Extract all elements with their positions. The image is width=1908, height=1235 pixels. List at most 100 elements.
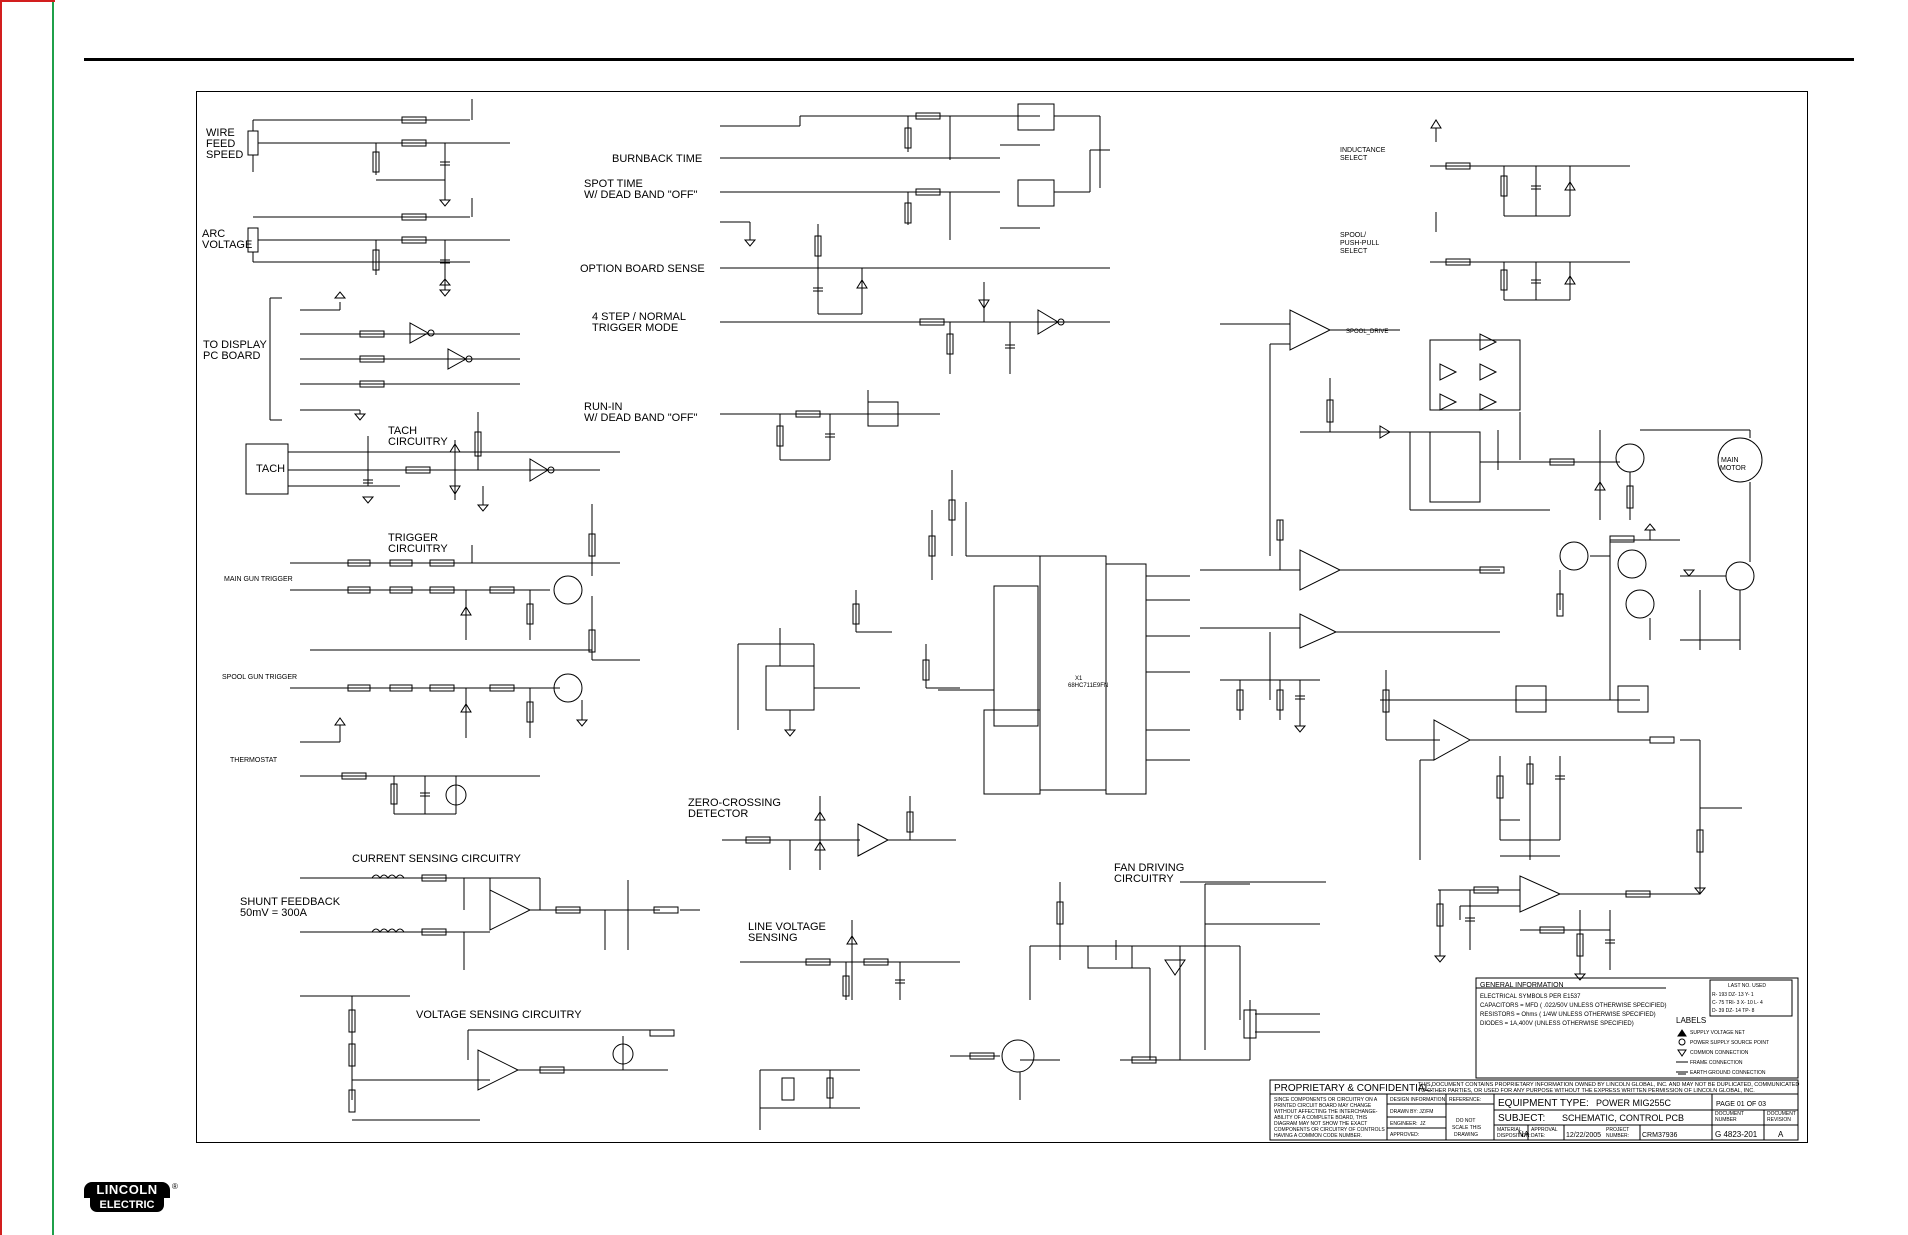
engineer-label: ENGINEER: bbox=[1390, 1121, 1418, 1127]
run-in-label-2: W/ DEAD BAND "OFF" bbox=[584, 412, 698, 424]
current-sensing-label: CURRENT SENSING CIRCUITRY bbox=[352, 853, 522, 865]
current-sensing-circuit bbox=[300, 874, 700, 970]
approval-date: 12/22/2005 bbox=[1566, 1132, 1601, 1139]
wire-feed-label-2: FEED bbox=[206, 138, 235, 150]
line-voltage-circuit bbox=[740, 920, 960, 1000]
option-board-circuit bbox=[720, 224, 1110, 315]
note-line-1: SINCE COMPONENTS OR CIRCUITRY ON A bbox=[1274, 1097, 1378, 1103]
zero-crossing-label-2: DETECTOR bbox=[688, 808, 748, 820]
equipment-type-value: POWER MIG255C bbox=[1596, 1098, 1672, 1108]
do-not-scale-1: DO NOT bbox=[1456, 1118, 1475, 1124]
material-value: NA bbox=[1518, 1130, 1530, 1139]
thermostat-circuit bbox=[300, 717, 540, 815]
note-line-5: DIAGRAM MAY NOT SHOW THE EXACT bbox=[1274, 1121, 1367, 1127]
spot-time-label-2: W/ DEAD BAND "OFF" bbox=[584, 189, 698, 201]
note-line-6: COMPONENTS OR CIRCUITRY OF CONTROLS bbox=[1274, 1127, 1385, 1133]
crystal-circuit bbox=[759, 1069, 860, 1130]
trigger-circuitry-label-1: TRIGGER bbox=[388, 532, 438, 544]
arc-voltage-circuit bbox=[247, 198, 510, 297]
top-frame-line bbox=[0, 0, 55, 2]
project-label-2: NUMBER: bbox=[1606, 1133, 1629, 1139]
fan-driving-label-2: CIRCUITRY bbox=[1114, 873, 1174, 885]
approved-label: APPROVED: bbox=[1390, 1132, 1419, 1138]
fan-driving-label-1: FAN DRIVING bbox=[1114, 862, 1184, 874]
last-no-line-1: R- 193 DZ- 13 Y- 1 bbox=[1712, 992, 1754, 998]
legend-power-source: POWER SUPPLY SOURCE POINT bbox=[1690, 1040, 1769, 1046]
legend-symbols bbox=[1676, 1029, 1688, 1075]
do-not-scale-2: SCALE THIS bbox=[1452, 1125, 1482, 1131]
inductance-label-1: INDUCTANCE bbox=[1340, 147, 1386, 154]
proprietary-text-1: THIS DOCUMENT CONTAINS PROPRIETARY INFOR… bbox=[1418, 1082, 1799, 1088]
legend-common-connection: COMMON CONNECTION bbox=[1690, 1050, 1749, 1056]
reference-label: REFERENCE: bbox=[1449, 1097, 1481, 1103]
burnback-label: BURNBACK TIME bbox=[612, 153, 702, 165]
general-info-title: GENERAL INFORMATION bbox=[1480, 982, 1564, 989]
last-no-line-2: C- 75 TRI- 3 X- 10 L- 4 bbox=[1712, 1000, 1763, 1006]
document-number: G 4823-201 bbox=[1715, 1130, 1758, 1139]
doc-number-label-2: NUMBER bbox=[1715, 1117, 1737, 1123]
reset-circuit bbox=[737, 590, 994, 737]
equipment-type-label: EQUIPMENT TYPE: bbox=[1498, 1098, 1589, 1109]
wire-feed-label-3: SPEED bbox=[206, 149, 243, 161]
spool-pushpull-label-2: PUSH-PULL bbox=[1340, 240, 1379, 247]
to-display-label-2: PC BOARD bbox=[203, 350, 261, 362]
main-gun-trigger-label: MAIN GUN TRIGGER bbox=[224, 576, 293, 583]
subject-value: SCHEMATIC, CONTROL PCB bbox=[1562, 1113, 1684, 1123]
zero-crossing-label-1: ZERO-CROSSING bbox=[688, 797, 781, 809]
drawn-by-label: DRAWN BY: JZ/FM bbox=[1390, 1109, 1433, 1115]
design-info-label: DESIGN INFORMATION bbox=[1390, 1097, 1446, 1103]
mcu-part-label: 68HC711E9FN bbox=[1068, 683, 1108, 689]
note-line-2: PRINTED CIRCUIT BOARD MAY CHANGE bbox=[1274, 1103, 1372, 1109]
wire-feed-circuit bbox=[247, 99, 510, 207]
wire-feed-label-1: WIRE bbox=[206, 127, 235, 139]
approval-label-2: DATE: bbox=[1531, 1133, 1545, 1139]
engineer-value: JZ bbox=[1420, 1121, 1426, 1127]
shunt-feedback-label-2: 50mV = 300A bbox=[240, 907, 308, 919]
fan-driving-circuit bbox=[950, 881, 1326, 1100]
main-motor-label-2: MOTOR bbox=[1720, 465, 1746, 472]
logo-registered-mark: ® bbox=[172, 1182, 178, 1191]
four-step-label-1: 4 STEP / NORMAL bbox=[592, 311, 686, 323]
spool-pushpull-label-3: SELECT bbox=[1340, 248, 1368, 255]
proprietary-text-2: TO OTHER PARTIES, OR USED FOR ANY PURPOS… bbox=[1418, 1088, 1755, 1094]
voltage-sensing-label: VOLTAGE SENSING CIRCUITRY bbox=[416, 1009, 582, 1021]
proprietary-label: PROPRIETARY & CONFIDENTIAL: bbox=[1274, 1083, 1433, 1094]
general-info-box bbox=[1475, 977, 1799, 1079]
tach-circuitry-label-1: TACH bbox=[388, 425, 417, 437]
general-info-line-2: CAPACITORS = MFD ( .022/50V UNLESS OTHER… bbox=[1480, 1003, 1667, 1009]
last-no-title: LAST NO. USED bbox=[1728, 983, 1766, 989]
note-line-7: HAVING A COMMON CODE NUMBER. bbox=[1274, 1133, 1362, 1139]
option-board-label: OPTION BOARD SENSE bbox=[580, 263, 705, 275]
project-label-1: PROJECT bbox=[1606, 1127, 1629, 1133]
project-number: CRM37936 bbox=[1642, 1132, 1678, 1139]
run-in-circuit bbox=[720, 390, 940, 461]
subject-label: SUBJECT: bbox=[1498, 1113, 1545, 1124]
material-label-2: DISPOSITION: bbox=[1497, 1133, 1531, 1139]
line-voltage-label-1: LINE VOLTAGE bbox=[748, 921, 826, 933]
spool-gun-trigger-label: SPOOL GUN TRIGGER bbox=[222, 674, 297, 681]
doc-rev-label-2: REVISION bbox=[1767, 1117, 1791, 1123]
display-bus bbox=[269, 291, 520, 421]
logo-line-2: ELECTRIC bbox=[90, 1198, 164, 1212]
mcu-ref-label: X1 bbox=[1075, 676, 1083, 682]
spot-time-label-1: SPOT TIME bbox=[584, 178, 643, 190]
general-info-line-1: ELECTRICAL SYMBOLS PER E1537 bbox=[1480, 994, 1581, 1000]
zero-crossing-circuit bbox=[722, 796, 956, 870]
shunt-feedback-label-1: SHUNT FEEDBACK bbox=[240, 896, 341, 908]
spot-time-circuit bbox=[720, 144, 1110, 240]
note-line-3: WITHOUT AFFECTING THE INTERCHANGE- bbox=[1274, 1109, 1378, 1115]
inductance-label-2: SELECT bbox=[1340, 155, 1368, 162]
line-voltage-label-2: SENSING bbox=[748, 932, 798, 944]
spool-select-circuit bbox=[1430, 212, 1630, 301]
tach-box-label: TACH bbox=[256, 463, 285, 475]
spool-drive-label: SPOOL_DRIVE bbox=[1346, 329, 1388, 335]
legend-earth-ground: EARTH GROUND CONNECTION bbox=[1690, 1070, 1766, 1076]
labels-legend-title: LABELS bbox=[1676, 1016, 1706, 1025]
main-motor-label-1: MAIN bbox=[1721, 457, 1739, 464]
document-revision: A bbox=[1778, 1130, 1784, 1139]
title-block-frame bbox=[1269, 1079, 1799, 1141]
logo-line-1: LINCOLN bbox=[84, 1182, 170, 1198]
header-rule bbox=[84, 58, 1854, 61]
material-label-1: MATERIAL bbox=[1497, 1127, 1522, 1133]
